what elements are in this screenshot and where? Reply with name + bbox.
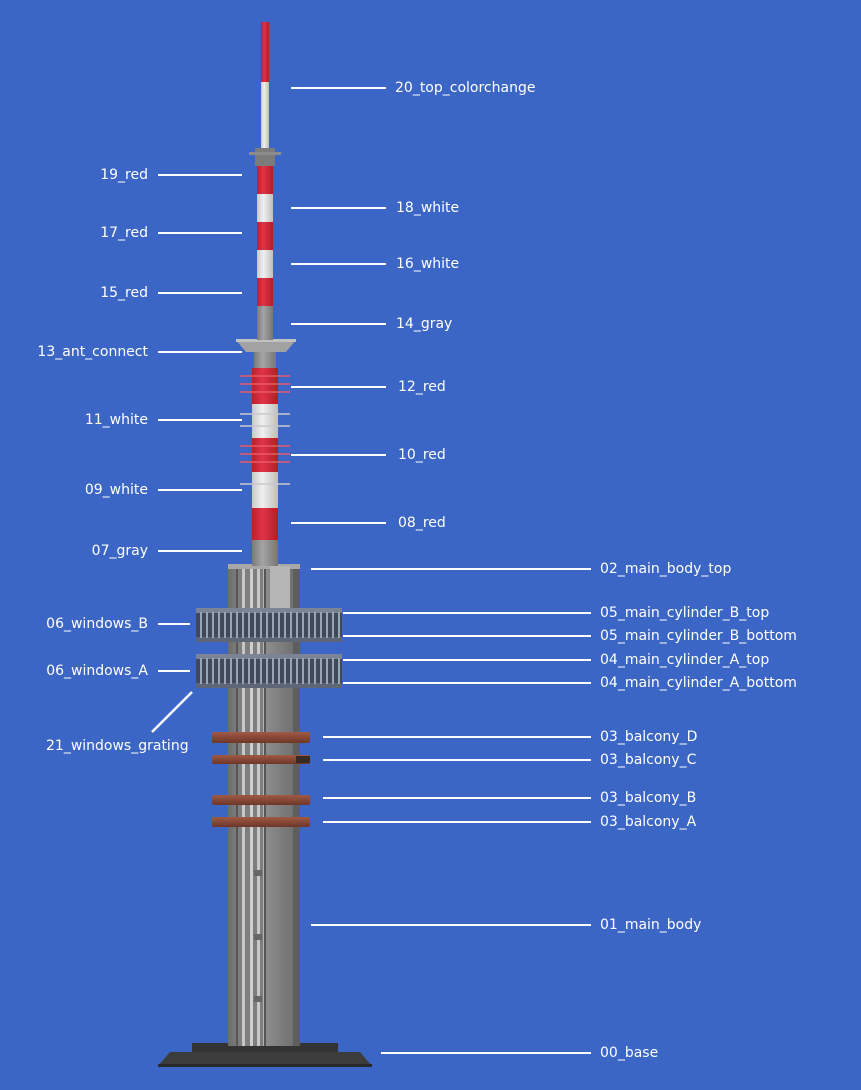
cylinder-a <box>196 654 342 688</box>
label-gray-14: 14_gray <box>396 316 453 332</box>
segment-09-white <box>252 472 278 508</box>
label-cyl-b-bottom: 05_main_cylinder_B_bottom <box>600 628 797 644</box>
label-balcony-b: 03_balcony_B <box>600 790 697 806</box>
label-gray-07: 07_gray <box>91 543 148 559</box>
balcony-a <box>212 817 310 827</box>
label-balcony-c: 03_balcony_C <box>600 752 697 768</box>
label-cyl-a-bottom: 04_main_cylinder_A_bottom <box>600 675 797 691</box>
label-white-16: 16_white <box>396 256 460 272</box>
label-red-08: 08_red <box>398 515 446 531</box>
segment-16-white <box>257 250 273 278</box>
balcony-d <box>212 732 310 743</box>
segment-17-red <box>257 222 273 250</box>
label-main-body: 01_main_body <box>600 917 702 933</box>
leader-lines <box>151 87 591 1054</box>
label-white-09: 09_white <box>84 482 148 498</box>
label-ant-connect-13: 13_ant_connect <box>37 344 148 360</box>
segment-12-red <box>252 368 278 404</box>
label-cyl-a-top: 04_main_cylinder_A_top <box>600 652 770 668</box>
label-white-11: 11_white <box>84 412 148 428</box>
label-cyl-b-top: 05_main_cylinder_B_top <box>600 605 770 621</box>
label-top-colorchange: 20_top_colorchange <box>395 80 536 96</box>
segment-18-white <box>257 194 273 222</box>
label-windows-grating: 21_windows_grating <box>46 738 189 754</box>
cylinder-b <box>196 608 342 642</box>
label-main-body-top: 02_main_body_top <box>600 561 732 577</box>
tower-main-body <box>228 566 300 1046</box>
segment-11-white <box>252 404 278 438</box>
label-windows-b: 06_windows_B <box>46 616 148 632</box>
label-red-12: 12_red <box>398 379 446 395</box>
tower-base <box>158 1043 372 1067</box>
window-grating <box>200 612 340 684</box>
segment-08-red <box>252 508 278 540</box>
antenna-connector <box>236 339 296 352</box>
label-red-17: 17_red <box>100 225 148 241</box>
label-balcony-a: 03_balcony_A <box>600 814 697 830</box>
label-windows-a: 06_windows_A <box>46 663 148 679</box>
label-red-15: 15_red <box>100 285 148 301</box>
upper-antenna <box>249 148 281 340</box>
segment-19-red <box>257 166 273 194</box>
top-colorchange <box>261 22 269 148</box>
leader-line-windows-grating <box>151 691 193 733</box>
segment-07-gray <box>252 540 278 566</box>
label-balcony-d: 03_balcony_D <box>600 729 698 745</box>
balcony-b <box>212 795 310 805</box>
lower-mast <box>240 352 290 566</box>
segment-10-red <box>252 438 278 472</box>
label-base: 00_base <box>600 1045 659 1061</box>
mast-spokes <box>240 375 290 485</box>
main-body-top <box>228 564 300 610</box>
label-red-19: 19_red <box>100 167 148 183</box>
segment-14-gray <box>257 306 273 340</box>
label-white-18: 18_white <box>396 200 460 216</box>
balcony-c <box>212 755 310 764</box>
segment-15-red <box>257 278 273 306</box>
label-red-10: 10_red <box>398 447 446 463</box>
